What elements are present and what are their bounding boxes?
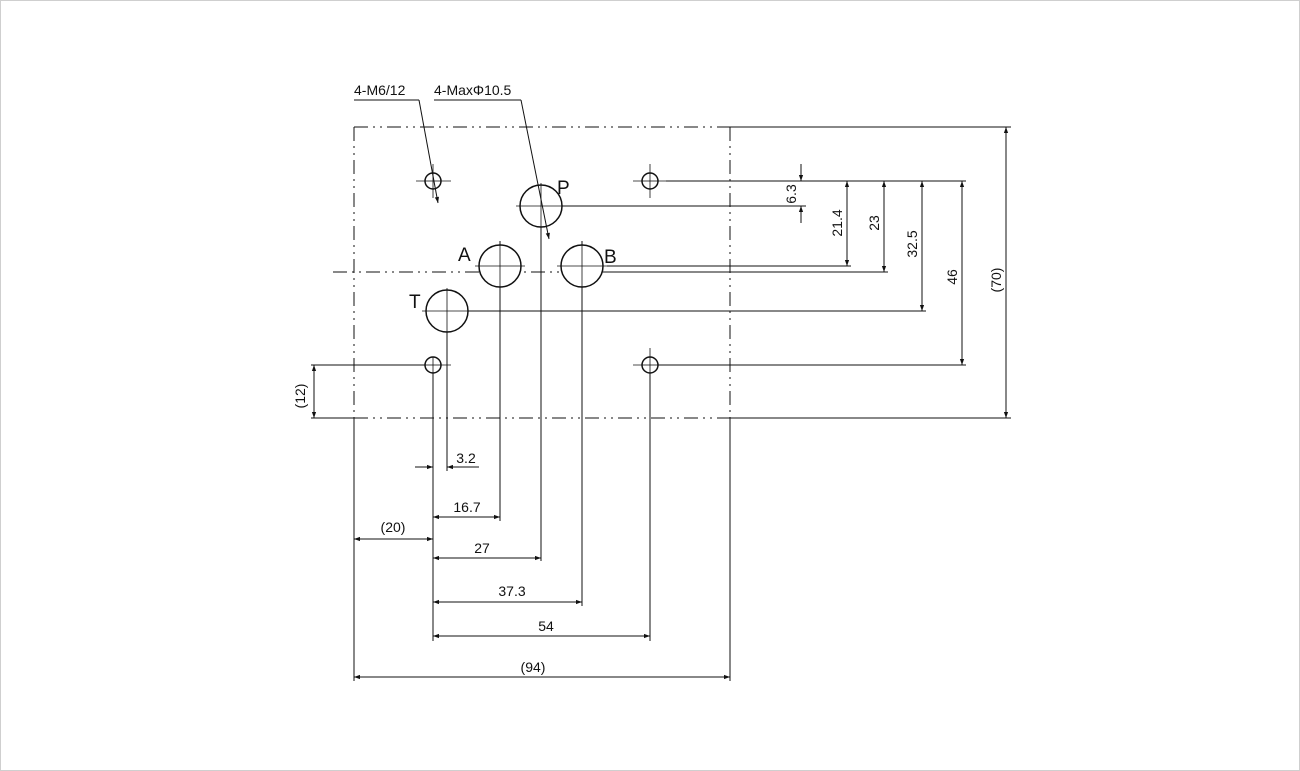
vertical-dimensions bbox=[311, 127, 1009, 418]
dim-23: 23 bbox=[866, 215, 882, 231]
dim-37-3: 37.3 bbox=[498, 583, 525, 599]
horizontal-dimensions bbox=[354, 464, 730, 680]
dim-12: (12) bbox=[292, 384, 308, 409]
port-a-label: A bbox=[458, 245, 471, 266]
dim-20: (20) bbox=[381, 519, 406, 535]
dim-32-5: 32.5 bbox=[904, 230, 920, 257]
port-t-label: T bbox=[409, 292, 421, 313]
center-marks-over bbox=[425, 173, 658, 373]
dim-6-3: 6.3 bbox=[783, 184, 799, 204]
dim-46: 46 bbox=[944, 269, 960, 285]
thread-callout-label: 4-M6/12 bbox=[354, 82, 406, 98]
callout-leaders bbox=[354, 99, 550, 240]
dim-16-7: 16.7 bbox=[453, 499, 480, 515]
port-p-label: P bbox=[557, 178, 570, 199]
extension-lines bbox=[311, 126, 1011, 681]
dim-21-4: 21.4 bbox=[829, 209, 845, 236]
dim-94: (94) bbox=[521, 659, 546, 675]
hole-callout-label: 4-MaxΦ10.5 bbox=[434, 82, 512, 98]
dim-27: 27 bbox=[474, 540, 490, 556]
dim-3-2: 3.2 bbox=[456, 450, 476, 466]
dim-70: (70) bbox=[988, 268, 1004, 293]
dim-54: 54 bbox=[538, 618, 554, 634]
port-b-label: B bbox=[604, 247, 617, 268]
